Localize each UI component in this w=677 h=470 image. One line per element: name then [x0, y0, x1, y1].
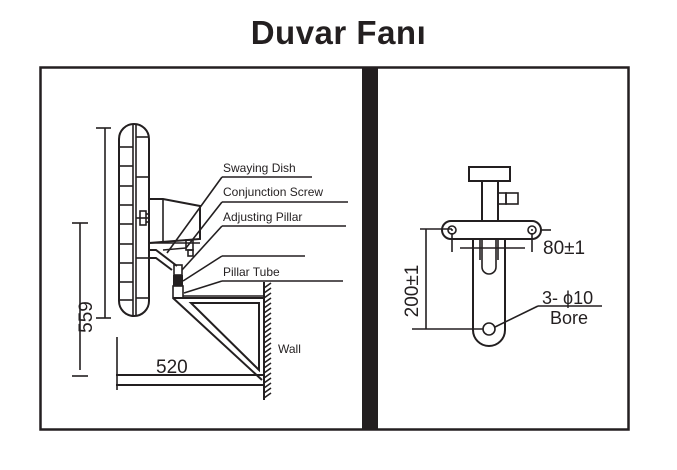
wall-hatch-mark: [263, 282, 272, 289]
wall-hatch-mark: [263, 302, 272, 309]
wall-hatch-mark: [263, 292, 272, 299]
label-pillar-tube: Pillar Tube: [223, 265, 280, 279]
panel-divider: [362, 67, 378, 430]
wall-bracket: [172, 295, 264, 381]
label-leaders: [166, 176, 348, 294]
wall-hatch-mark: [263, 342, 272, 349]
fan-guard: [118, 123, 150, 317]
wall-hatch-mark: [263, 387, 272, 394]
vertical-plate: [472, 239, 506, 347]
label-wall: Wall: [278, 342, 301, 356]
wall-hatch-mark: [263, 357, 272, 364]
fan-hub: [139, 210, 147, 226]
wall-hatch-mark: [263, 382, 272, 389]
bore-label-text: Bore: [550, 308, 588, 328]
guard-ribs: [120, 136, 148, 301]
wall: [263, 282, 272, 400]
wall-hatch-mark: [263, 352, 272, 359]
wall-hatch-mark: [263, 337, 272, 344]
stem: [481, 180, 499, 222]
bore-hole: [482, 322, 496, 336]
dimension-vertical-spacing-text: 200±1: [402, 265, 423, 318]
wall-hatch-mark: [263, 317, 272, 324]
wall-hatch-mark: [263, 307, 272, 314]
mounting-plate: [441, 220, 542, 240]
dimension-559: [72, 127, 111, 377]
wall-hatch-mark: [263, 347, 272, 354]
dimension-520: [116, 337, 263, 390]
bore-spec-text: 3- ϕ10: [542, 288, 593, 308]
label-swaying-dish: Swaying Dish: [223, 161, 296, 175]
adjusting-pillar-part: [173, 264, 183, 276]
motor-housing: [148, 198, 201, 244]
wall-hatch-mark: [263, 392, 272, 399]
top-cap: [468, 166, 511, 182]
label-conjunction-screw: Conjunction Screw: [223, 185, 323, 199]
wall-hatch-mark: [263, 322, 272, 329]
dimension-80: [451, 229, 551, 252]
outer-frame: [39, 66, 630, 431]
wall-hatch-mark: [263, 367, 272, 374]
dimension-depth-text: 520: [156, 357, 188, 378]
right-panel-bracket-plate: 80±1 200±1 3- ϕ10 Bore: [402, 166, 602, 347]
label-adjusting-pillar: Adjusting Pillar: [223, 210, 302, 224]
slot: [481, 239, 497, 275]
wall-hatch-mark: [263, 362, 272, 369]
wall-hatch-mark: [263, 287, 272, 294]
dimension-hole-spacing-text: 80±1: [543, 238, 585, 259]
wall-hatch-mark: [263, 332, 272, 339]
dimension-height-text: 559: [76, 301, 97, 333]
wall-hatch-mark: [263, 372, 272, 379]
pillar-tube-part: [173, 275, 183, 286]
dimension-200: [412, 228, 483, 330]
wall-hatch-mark: [263, 377, 272, 384]
left-panel-side-view: Swaying Dish Conjunction Screw Adjusting…: [72, 123, 348, 400]
wall-hatch-mark: [263, 297, 272, 304]
diagram-title: Duvar Fanı: [250, 14, 427, 51]
wall-hatch-mark: [263, 327, 272, 334]
wall-hatch-mark: [263, 312, 272, 319]
